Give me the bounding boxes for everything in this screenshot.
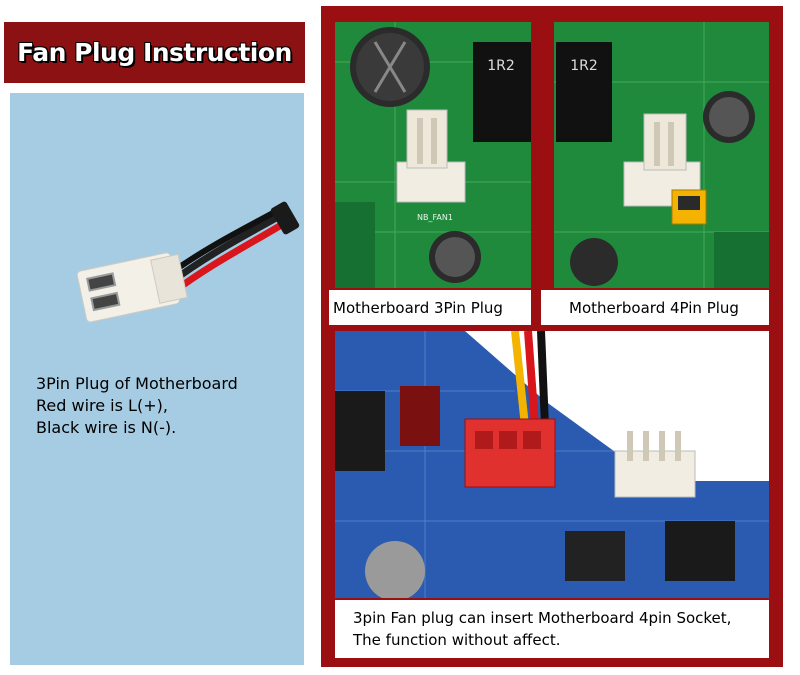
description-line: Red wire is L(+),: [36, 396, 168, 415]
caption-4pin-text: Motherboard 4Pin Plug: [569, 298, 739, 317]
description-line: 3Pin Plug of Motherboard: [36, 374, 238, 393]
page-title: Fan Plug Instruction: [17, 38, 292, 67]
caption-3pin-text: Motherboard 3Pin Plug: [333, 298, 503, 317]
plug-description: 3Pin Plug of Motherboard Red wire is L(+…: [36, 373, 296, 439]
three-pin-plug-image: [76, 201, 300, 323]
left-info-panel: 3Pin Plug of Motherboard Red wire is L(+…: [10, 93, 304, 665]
caption-compatibility: 3pin Fan plug can insert Motherboard 4pi…: [335, 600, 769, 658]
title-banner: Fan Plug Instruction: [4, 22, 305, 83]
caption-3pin: Motherboard 3Pin Plug: [329, 290, 531, 325]
fan-plug-on-4pin-socket-photo: [335, 331, 769, 598]
description-line: Black wire is N(-).: [36, 418, 177, 437]
caption-compatibility-line: 3pin Fan plug can insert Motherboard 4pi…: [353, 609, 732, 627]
caption-4pin: Motherboard 4Pin Plug: [541, 290, 769, 325]
chip-label: 1R2: [487, 58, 515, 74]
board-label: NB_FAN1: [417, 213, 453, 222]
motherboard-4pin-photo: 1R2: [554, 22, 769, 288]
motherboard-3pin-photo: 1R2 NB_FAN1: [335, 22, 531, 288]
chip-label: 1R2: [570, 58, 598, 74]
caption-compatibility-line: The function without affect.: [353, 631, 561, 649]
